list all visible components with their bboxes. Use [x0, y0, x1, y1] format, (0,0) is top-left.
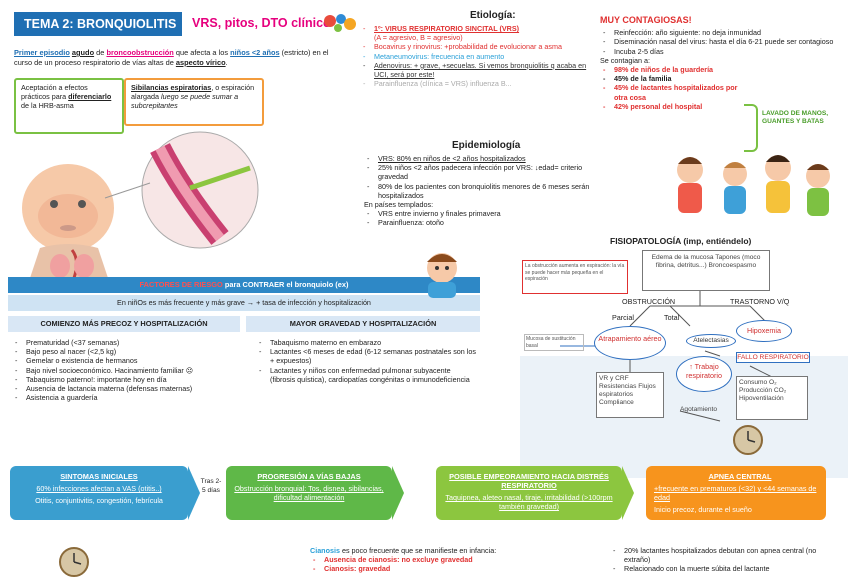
stage-lower-airway: PROGRESIÓN A VÍAS BAJAS Obstrucción bron… [226, 466, 392, 520]
list-item: Tabaquismo paterno!: importante hoy en d… [12, 375, 240, 384]
contagion-section: MUY CONTAGIOSAS! Reinfección: año siguie… [600, 15, 840, 111]
list-item: Cianosis: gravedad [310, 564, 580, 573]
list-item: Diseminación nasal del virus: hasta el d… [600, 37, 840, 46]
risk-factors-band: FACTORES DE RIESGO para CONTRAER el bron… [8, 277, 480, 293]
obstruction-note: La obstrucción aumenta en espiración: la… [522, 260, 628, 294]
risk-factors-subtitle: En niñOs es más frecuente y más grave → … [8, 295, 480, 311]
mechanics-box: VR y CRF Resistencias Flujos espiratorio… [596, 372, 664, 418]
work-breathing-node: ↑ Trabajo respiratorio [676, 356, 732, 392]
resp-failure-node: FALLO RESPIRATORIO [736, 352, 810, 363]
page-title: TEMA 2: BRONQUIOLITIS [14, 12, 182, 36]
list-item: 45% de lactantes hospitalizados por otra… [600, 83, 750, 101]
list-item: 98% de niños de la guardería [600, 65, 750, 74]
epidemiology-title: Epidemiología [452, 140, 521, 151]
list-item: 25% niños <2 años padecera infección por… [364, 163, 596, 181]
hygiene-note: LAVADO DE MANOS, GUANTES Y BATAS [762, 110, 829, 125]
vrs-heading: VRS, pitos, DTO clínico [192, 16, 331, 30]
list-item: Bocavirus y rinovirus: +probabilidad de … [360, 42, 592, 51]
list-item: Prematuridad (<37 semanas) [12, 338, 240, 347]
air-trapping-node: Atrapamiento aéreo [594, 326, 666, 360]
obstruction-label: OBSTRUCCIÓN [622, 297, 676, 306]
physiopathology-title: FISIOPATOLOGÍA (imp, entiéndelo) [610, 236, 752, 246]
list-item: Ausencia de cianosis: no excluye graveda… [310, 555, 580, 564]
vq-label: TRASTORNO V/Q [730, 297, 790, 306]
list-item: Asistencia a guardería [12, 393, 240, 402]
atelectasis-node: Atelectasias [686, 334, 736, 348]
risk-col2-list: Tabaquismo materno en embarazo Lactantes… [256, 338, 476, 384]
baby-illustration [22, 131, 259, 278]
risk-col2-title: MAYOR GRAVEDAD Y HOSPITALIZACIÓN [246, 316, 480, 332]
stage-arrow [622, 466, 634, 520]
list-item: Relacionado con la muerte súbita del lac… [610, 564, 842, 573]
acceptance-box: Aceptación a efectos prácticos para dife… [14, 78, 124, 134]
stage-arrow [188, 466, 200, 520]
contagian-label: Se contagian a: [600, 55, 650, 65]
list-item: 1º: VIRUS RESPIRATORIO SINCITAL (VRS)(A … [360, 24, 592, 42]
apnea-notes: 20% lactantes hospitalizados debutan con… [610, 546, 842, 574]
hypoxemia-node: Hipoxemia [736, 320, 792, 342]
kids-illustration [677, 155, 830, 216]
list-item: 80% de los pacientes con bronquiolitis m… [364, 182, 596, 200]
etiology-title: Etiología: [470, 10, 516, 21]
clock-icon [59, 547, 89, 577]
list-item: Gemelar o existencia de hermanos [12, 356, 240, 365]
virus-icon [324, 14, 356, 32]
clock-icon [733, 425, 763, 455]
definition-text: Primer episodio agudo de broncoobstrucci… [14, 48, 329, 67]
etiology-list: 1º: VIRUS RESPIRATORIO SINCITAL (VRS)(A … [360, 24, 592, 89]
templados-label: En países templados: [364, 200, 434, 210]
list-item: Bajo peso al nacer (<2,5 kg) [12, 347, 240, 356]
exhaustion-label: Agotamiento [680, 406, 718, 413]
stage-central-apnea: APNEA CENTRAL +frecuente en prematuros (… [646, 466, 826, 520]
list-item: 20% lactantes hospitalizados debutan con… [610, 546, 842, 564]
stage-initial-symptoms: SINTOMAS INICIALES 60% infecciones afect… [10, 466, 188, 520]
list-item: Parainfluenza (clínica = VRS) influenza … [360, 79, 592, 88]
partial-label: Parcial [612, 313, 634, 322]
cyanosis-section: Cianosis es poco frecuente que se manifi… [310, 546, 580, 574]
list-item: Ausencia de lactancia materna (defensas … [12, 384, 240, 393]
total-label: Total [664, 313, 680, 322]
list-item: 45% de la familia [600, 74, 750, 83]
contagion-title: MUY CONTAGIOSAS! [600, 15, 692, 25]
list-item: Reinfección: año siguiente: no deja inmu… [600, 28, 840, 37]
list-item: Tabaquismo materno en embarazo [256, 338, 476, 347]
list-item: Parainfluenza: otoño [364, 218, 596, 227]
mucosa-box: Edema de la mucosa Tapones (moco fibrina… [642, 250, 770, 291]
list-item: VRS entre invierno y finales primavera [364, 209, 596, 218]
tras-label: Tras 2-5 días [200, 478, 222, 494]
list-item: VRS: 80% en niños de <2 años hospitaliza… [364, 154, 596, 163]
stage-distress: POSIBLE EMPEORAMIENTO HACIA DISTRÉS RESP… [436, 466, 622, 520]
risk-col1-list: Prematuridad (<37 semanas) Bajo peso al … [12, 338, 240, 403]
consumption-box: Consumo O₂ Producción CO₂ Hipoventilació… [736, 376, 808, 420]
wheezing-box: Sibilancias espiratorias, o espiración a… [124, 78, 264, 126]
list-item: Lactantes <6 meses de edad (6-12 semanas… [256, 347, 476, 365]
list-item: Metaneumovirus: frecuencia en aumento [360, 52, 592, 61]
risk-col1-title: COMIENZO MÁS PRECOZ Y HOSPITALIZACIÓN [8, 316, 240, 332]
boy-illustration [427, 253, 457, 298]
list-item: Incuba 2-5 días [600, 47, 840, 56]
list-item: Adenovirus: + grave, +secuelas. Si vemos… [360, 61, 592, 79]
epidemiology-list: VRS: 80% en niños de <2 años hospitaliza… [364, 154, 596, 228]
substitution-note: Mucosa de sustitución basal [524, 334, 584, 351]
hygiene-bracket [744, 104, 758, 152]
stage-arrow [392, 466, 404, 520]
list-item: Bajo nivel socioeconómico. Hacinamiento … [12, 366, 240, 375]
list-item: 42% personal del hospital [600, 102, 750, 111]
list-item: Lactantes y niños con enfermedad pulmona… [256, 366, 476, 384]
